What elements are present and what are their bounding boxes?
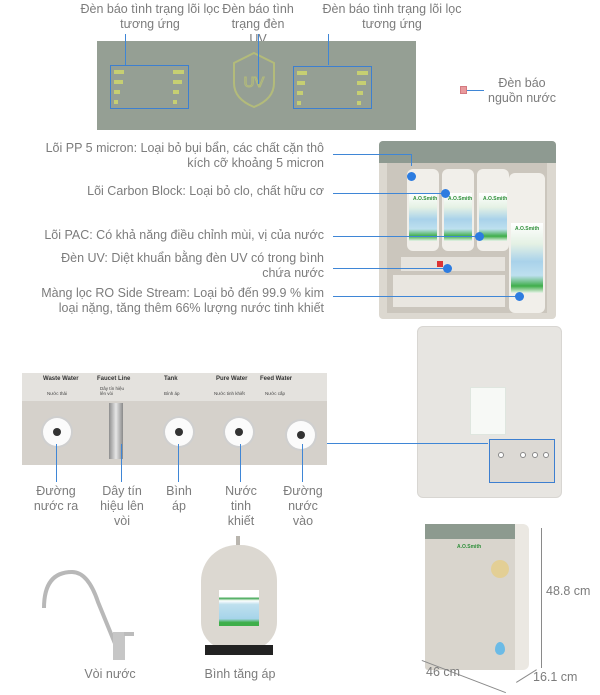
uv-lamp-label: Đèn UV: Diệt khuẩn bằng đèn UV có trong … <box>61 251 324 280</box>
pressure-tank-image <box>201 545 277 650</box>
svg-text:UV: UV <box>244 74 265 91</box>
faucet-line-label: Dây tín hiệu lên vòi <box>100 484 144 528</box>
pure-water-port <box>225 418 253 446</box>
carbon-filter-cartridge: A.O.Smith <box>442 169 474 251</box>
tank-port <box>165 418 193 446</box>
connector-panel: Waste Water Faucet Line Tank Pure Water … <box>22 373 327 465</box>
right-filter-indicator-label: Đèn báo tình trạng lõi lọc tương ứng <box>322 2 462 31</box>
power-indicator-led <box>460 86 467 94</box>
filter-cabinet: A.O.Smith A.O.Smith A.O.Smith A.O.Smith <box>379 141 556 319</box>
unit-back-view <box>417 326 562 498</box>
pac-filter-cartridge: A.O.Smith <box>477 169 509 251</box>
pressure-tank-label: Bình tăng áp <box>204 667 276 681</box>
right-led-group <box>293 66 372 109</box>
pp-filter-cartridge: A.O.Smith <box>407 169 439 251</box>
ro-membrane-cartridge: A.O.Smith <box>509 173 545 313</box>
ro-membrane-label: Màng lọc RO Side Stream: Loại bỏ đến 99.… <box>41 286 324 315</box>
uv-lamp-housing <box>401 257 505 271</box>
water-drop-logo <box>495 642 505 655</box>
feed-water-label: Đường nước vào <box>283 484 323 528</box>
pure-water-label: Nước tinh khiết <box>225 484 257 528</box>
width-dimension: 46 cm <box>426 665 461 679</box>
left-filter-indicator-label: Đèn báo tình trạng lõi lọc tương ứng <box>80 2 220 31</box>
front-knob <box>491 560 509 578</box>
uv-shield-icon: UV <box>233 51 275 109</box>
connector-highlight-box <box>489 439 555 483</box>
filter-pp-label: Lõi PP 5 micron: Loại bỏ bụi bẩn, các ch… <box>45 141 324 170</box>
spec-sticker <box>470 387 506 435</box>
filter-carbon-label: Lõi Carbon Block: Loại bỏ clo, chất hữu … <box>87 184 324 198</box>
waste-water-label: Đường nước ra <box>33 484 79 513</box>
faucet-label: Vòi nước <box>84 667 136 681</box>
faucet-image <box>42 569 134 660</box>
height-dimension: 48.8 cm <box>546 584 591 598</box>
waste-water-port <box>43 418 71 446</box>
control-board <box>393 275 505 307</box>
power-indicator-label: Đèn báo nguồn nước <box>488 76 556 105</box>
unit-front-view: A.O.Smith <box>425 524 520 670</box>
feed-water-port <box>287 421 315 449</box>
faucet-line-port <box>109 403 123 459</box>
depth-dimension: 16.1 cm <box>533 670 578 684</box>
tank-port-label: Bình áp <box>166 484 192 513</box>
control-panel: UV <box>97 41 416 130</box>
left-led-group <box>110 65 189 109</box>
filter-pac-label: Lõi PAC: Có khả năng điều chỉnh mùi, vị … <box>44 228 324 242</box>
